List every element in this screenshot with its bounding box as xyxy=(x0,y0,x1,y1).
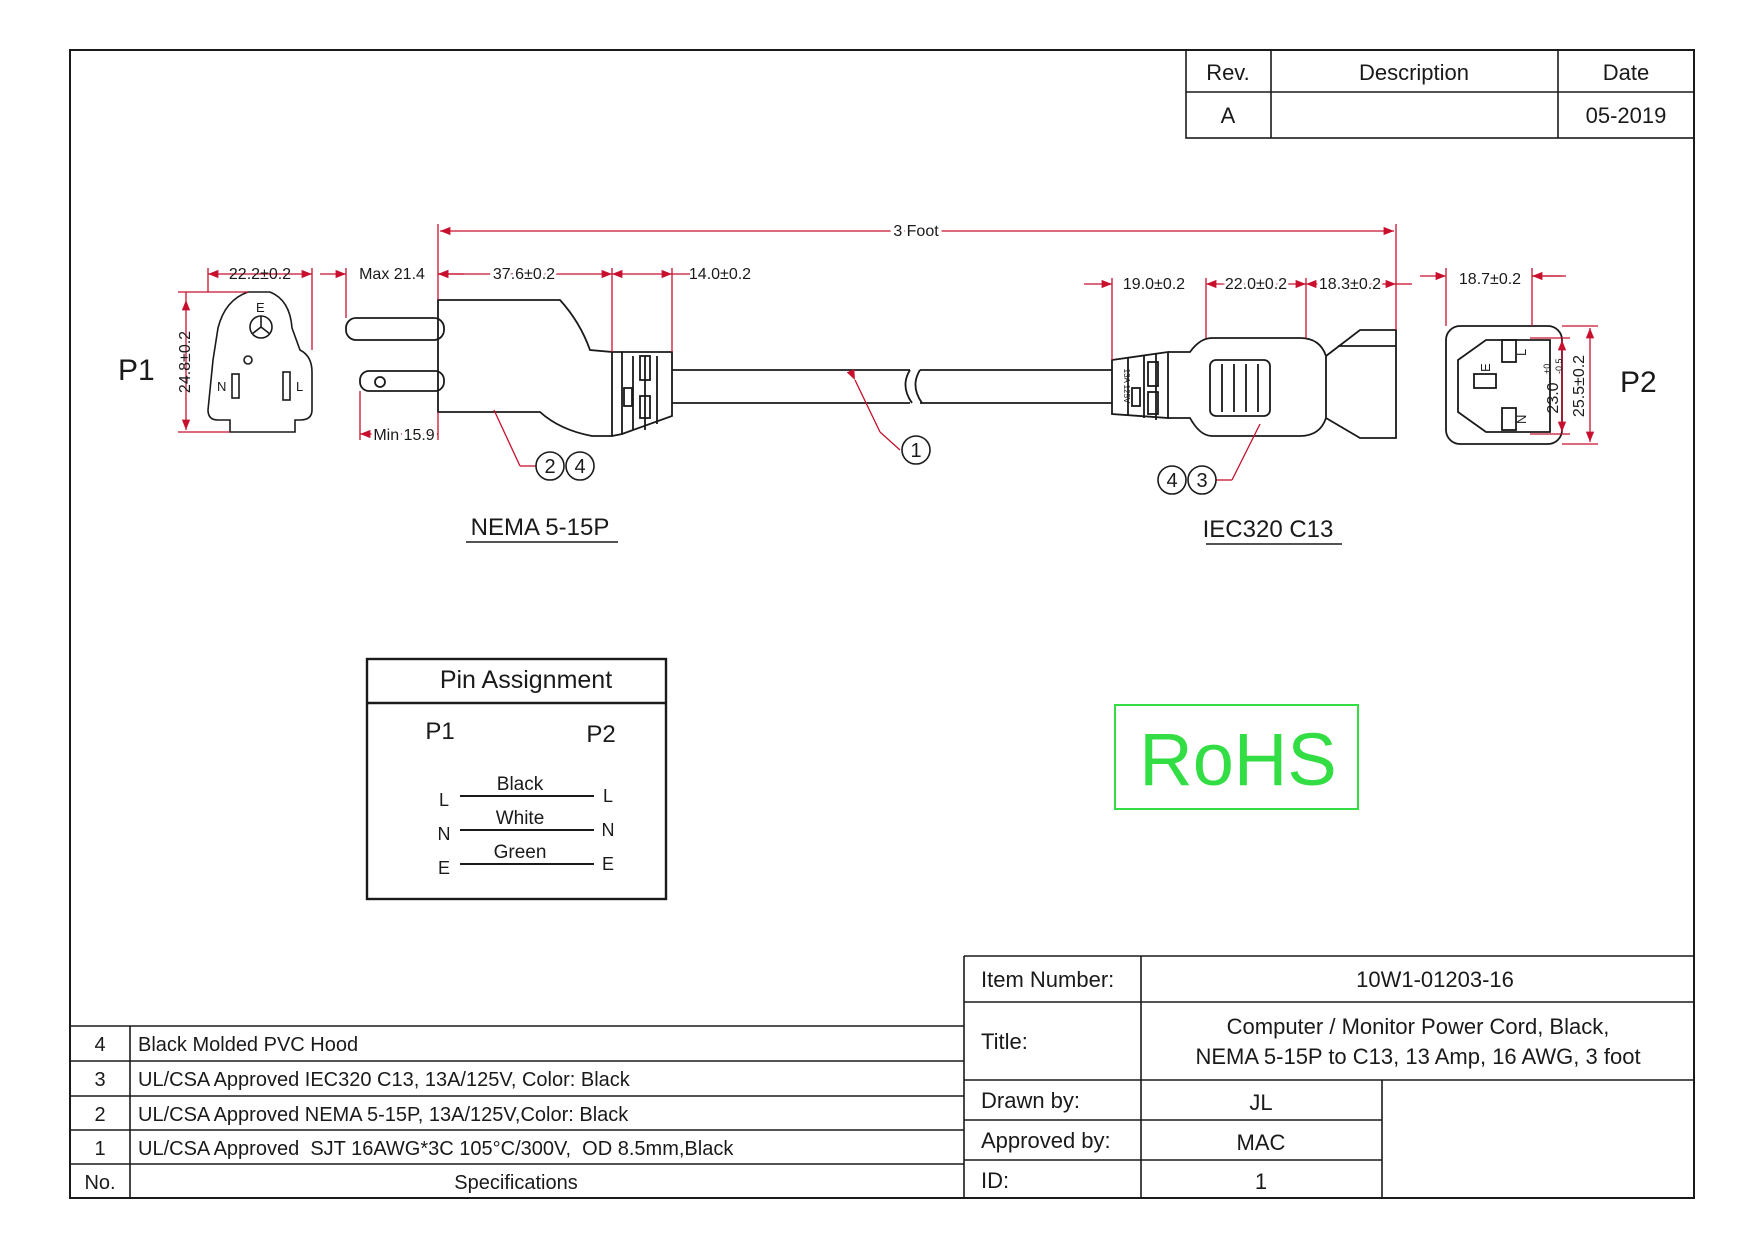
balloon-iec-mold: 3 xyxy=(1196,470,1207,492)
cable xyxy=(672,369,1112,404)
bom-row-spec: UL/CSA Approved NEMA 5-15P, 13A/125V,Col… xyxy=(138,1104,629,1126)
pin-wire-color: Green xyxy=(494,842,547,863)
balloon-nema-mold: 2 xyxy=(544,456,555,478)
date-header: Date xyxy=(1603,60,1649,85)
drawn-by-label: Drawn by: xyxy=(981,1088,1080,1113)
dim-nema-strain: 14.0±0.2 xyxy=(689,266,751,283)
id-value: 1 xyxy=(1255,1169,1267,1194)
iec-title: IEC320 C13 xyxy=(1203,516,1334,543)
dim-p2-outer-height: 25.5±0.2 xyxy=(1571,355,1588,417)
sheet-border xyxy=(69,49,1695,1199)
p1-live-letter: L xyxy=(296,379,303,394)
p1-label: P1 xyxy=(118,354,155,387)
dim-p2-tol-upper: +0 xyxy=(1542,364,1552,374)
pin-col-p1: P1 xyxy=(425,718,454,745)
bom-row-spec: UL/CSA Approved IEC320 C13, 13A/125V, Co… xyxy=(138,1069,631,1091)
pin-wire-color: White xyxy=(496,808,545,829)
revision-table xyxy=(1185,49,1695,139)
bom-table xyxy=(70,1025,964,1198)
pin-wire-color: Black xyxy=(497,774,544,795)
pin-right-letter: L xyxy=(603,786,613,806)
bom-rows: 4 Black Molded PVC Hood 3 UL/CSA Approved I… xyxy=(94,1034,734,1160)
pin-right-letter: N xyxy=(602,820,615,840)
dim-nema-body: 37.6±0.2 xyxy=(493,266,555,283)
strain-relief-marking: 13A 125V xyxy=(1122,369,1131,404)
dim-iec-mid: 22.0±0.2 xyxy=(1225,276,1287,293)
item-number-label: Item Number: xyxy=(981,967,1114,992)
title-line-2: NEMA 5-15P to C13, 13 Amp, 16 AWG, 3 foo… xyxy=(1195,1044,1640,1069)
pin-assignment-title: Pin Assignment xyxy=(440,666,612,694)
rohs-frame xyxy=(1114,704,1359,810)
description-header: Description xyxy=(1359,60,1469,85)
dim-max-blade: Max 21.4 xyxy=(359,266,425,283)
p1-earth-letter: E xyxy=(256,300,265,315)
bom-row-no: 3 xyxy=(94,1069,105,1091)
p2-earth-letter: E xyxy=(1478,363,1493,372)
item-number: 10W1-01203-16 xyxy=(1356,967,1514,992)
pin-left-letter: L xyxy=(439,790,449,810)
bom-row-no: 2 xyxy=(94,1104,105,1126)
dim-p1-height: 24.8±0.2 xyxy=(177,331,194,393)
dim-p2-tol-lower: -0.5 xyxy=(1554,358,1564,374)
pin-left-letter: E xyxy=(438,858,450,878)
dim-p2-inner-height: 23.0 xyxy=(1545,382,1562,413)
p2-label: P2 xyxy=(1620,366,1657,399)
bom-row-no: 1 xyxy=(94,1138,105,1160)
approved-by-label: Approved by: xyxy=(981,1128,1111,1153)
rohs-mark: RoHS xyxy=(1139,718,1336,801)
bom-row-spec: UL/CSA Approved SJT 16AWG*3C 105°C/300V,… xyxy=(138,1138,734,1160)
date-value: 05-2019 xyxy=(1586,103,1667,128)
bom-header-no: No. xyxy=(84,1172,115,1194)
bom-row-no: 4 xyxy=(94,1034,105,1056)
bom-header-spec: Specifications xyxy=(454,1172,577,1194)
dim-overall-length: 3 Foot xyxy=(893,223,939,240)
id-label: ID: xyxy=(981,1168,1009,1193)
title-line-1: Computer / Monitor Power Cord, Black, xyxy=(1227,1014,1610,1039)
balloon-cord: 1 xyxy=(910,440,921,462)
dim-min-blade: Min 15.9 xyxy=(373,427,434,444)
nema-plug-side-view xyxy=(345,299,673,437)
iec-connector-side-view xyxy=(1111,329,1397,439)
nema-title: NEMA 5-15P xyxy=(471,514,610,541)
pin-left-letter: N xyxy=(438,824,451,844)
rev-value: A xyxy=(1221,103,1236,128)
p2-live-letter: L xyxy=(1514,349,1529,356)
approved-by: MAC xyxy=(1237,1130,1286,1155)
balloon-nema-hood: 4 xyxy=(574,456,585,478)
p1-neutral-letter: N xyxy=(217,379,226,394)
pin-col-p2: P2 xyxy=(586,721,615,748)
bom-row-spec: Black Molded PVC Hood xyxy=(138,1034,358,1056)
dim-p1-width: 22.2±0.2 xyxy=(229,266,291,283)
rev-header: Rev. xyxy=(1206,60,1250,85)
drawn-by: JL xyxy=(1249,1090,1272,1115)
p2-neutral-letter: N xyxy=(1514,415,1529,424)
title-block xyxy=(963,955,1694,1198)
dim-p2-width: 18.7±0.2 xyxy=(1459,271,1521,288)
balloon-iec-hood: 4 xyxy=(1166,470,1177,492)
pin-right-letter: E xyxy=(602,854,614,874)
dim-iec-strain: 19.0±0.2 xyxy=(1123,276,1185,293)
pin-assignment-box xyxy=(365,657,668,901)
dim-iec-body: 18.3±0.2 xyxy=(1319,276,1381,293)
title-label: Title: xyxy=(981,1029,1028,1054)
